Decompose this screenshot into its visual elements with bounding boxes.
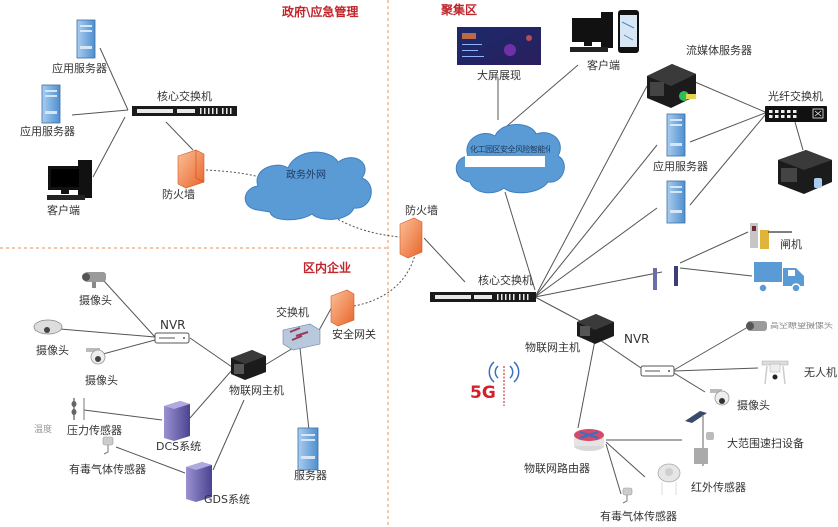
gov-network-label: 政务外网 [286,170,326,181]
iot-host-label: 物联网主机 [229,384,284,397]
fiber-switch-label: 光纤交换机 [768,90,823,103]
camera-label: 摄像头 [36,344,69,357]
highpoint-camera-icon [746,321,767,331]
fiveg-tower-icon [488,361,520,406]
pressure-sensor-label: 压力传感器 [67,424,122,437]
big-screen-label: 大屏展现 [477,69,521,82]
dome-camera-icon [33,319,63,335]
gateway-to-firewall-link [353,254,416,307]
cluster-firewall-icon [399,217,423,259]
temperature-label: 温度 [34,425,53,435]
drone-label: 无人机 [804,366,837,379]
app-server-icon [76,19,96,59]
cloud-text-mask [465,156,545,167]
iot-router-label: 物联网路由器 [524,462,590,475]
desktop-computer-icon [47,160,92,200]
client-label: 客户端 [587,59,620,72]
gateway-device-icon [653,266,678,290]
scanner-label: 大范围速扫设备 [727,437,804,450]
gas-sensor-icon [102,436,114,455]
infrared-sensor-icon [657,463,681,495]
toxic-gas-sensor-label: 有毒气体传感器 [69,463,146,476]
core-switch-label: 核心交换机 [478,274,533,287]
highpoint-camera-label: 高空瞭望摄像头 [770,322,834,331]
cluster-links [423,64,804,495]
gds-server-icon [186,462,212,502]
app-server-label: 应用服务器 [52,62,107,75]
gds-label: GDS系统 [204,493,250,506]
sensor-probe-icon [71,398,85,420]
camera-label: 摄像头 [85,374,118,387]
iot-host-label: 物联网主机 [525,341,580,354]
switch-icon [282,323,321,351]
drone-icon [761,360,789,385]
camera-label: 摄像头 [79,294,112,307]
app-server-icon [666,113,686,157]
fiveg-label: 5G [470,383,496,403]
client-computer-icon [570,12,613,52]
iot-host-icon [231,350,266,380]
streaming-server-label: 流媒体服务器 [686,44,752,57]
app-server-label: 应用服务器 [653,160,708,173]
nvr-icon [640,365,675,377]
core-switch-label: 核心交换机 [157,90,212,103]
nvr-icon [154,332,190,344]
firewall-label: 防火墙 [162,188,195,201]
zone-title-government: 政府\应急管理 [282,5,359,19]
infrared-sensor-label: 红外传感器 [691,481,746,494]
security-gateway-icon [330,289,355,327]
ptz-camera-icon [86,348,106,365]
server-label-mask [652,225,710,238]
toxic-gas-sensor-label: 有毒气体传感器 [600,510,677,523]
gov-links [71,47,194,178]
truck-icon [754,262,804,293]
iot-host-icon [577,314,614,344]
dcs-server-icon [164,401,190,441]
scanner-device-icon [685,411,714,466]
enterprise-links [59,280,334,474]
barrier-gate-icon [750,223,792,249]
bullet-camera-icon [82,272,106,288]
smartphone-icon [618,10,639,53]
gate-label: 闸机 [780,238,802,251]
server-label: 服务器 [294,469,327,482]
gov-firewall-to-cloud-link [205,169,401,238]
server-icon [297,427,319,471]
client-label: 客户端 [47,204,80,217]
core-switch-icon [132,106,237,116]
fiber-switch-icon [765,106,827,122]
ptz-camera-icon [710,389,730,406]
dcs-label: DCS系统 [156,440,202,453]
camera-label: 摄像头 [737,399,770,412]
firewall-label: 防火墙 [405,204,438,217]
storage-server-icon [778,150,832,194]
app-server-icon [666,180,686,224]
zone-title-cluster: 聚集区 [441,3,478,17]
big-screen-dashboard-icon [457,27,541,65]
app-server-label: 应用服务器 [20,125,75,138]
app-server-icon [41,84,61,124]
iot-router-icon [574,429,604,451]
security-gateway-label: 安全网关 [332,328,376,341]
zone-title-enterprise: 区内企业 [303,261,352,275]
streaming-server-icon [647,64,696,108]
gas-sensor-icon [622,487,633,504]
firewall-icon [177,149,205,189]
nvr-label: NVR [624,332,650,346]
switch-label: 交换机 [276,306,309,319]
platform-cloud-label: 化工园区安全风险智能化管控平台 [470,145,550,154]
gov-network-cloud-icon [244,151,372,221]
core-switch-icon [430,292,536,302]
nvr-label: NVR [160,318,186,332]
